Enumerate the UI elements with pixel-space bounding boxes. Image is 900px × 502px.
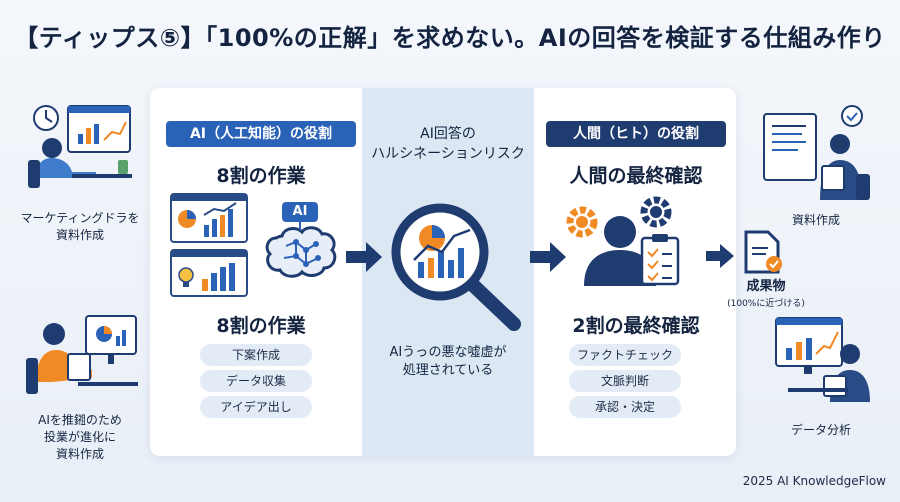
ai-task-2: データ収集 xyxy=(200,370,312,392)
left-bottom-caption-1: AIを推鎺のため xyxy=(38,413,122,427)
human-task-3: 承認・決定 xyxy=(569,396,681,418)
ai-heading-top: 8割の作業 xyxy=(216,165,306,187)
left-bottom-caption-3: 資料作成 xyxy=(55,447,104,461)
result-note: (100%に近づける) xyxy=(727,299,805,309)
risk-title-line1: AI回答の xyxy=(420,126,476,142)
risk-title-line2: ハルシネーションリスク xyxy=(371,146,525,162)
desk-worker-bottom-icon xyxy=(26,315,138,394)
arrow-right-icon-2 xyxy=(530,242,566,272)
result-label: 成果物 xyxy=(746,279,786,294)
arrow-right-icon-3 xyxy=(706,244,734,268)
document-review-icon xyxy=(763,105,870,200)
right-bottom-caption: データ分析 xyxy=(790,423,851,437)
human-task-1: ファクトチェック xyxy=(569,344,681,366)
left-bottom-caption-2: 投業が進化に xyxy=(43,430,116,444)
ai-heading-bottom: 8割の作業 xyxy=(216,315,306,337)
ai-task-1: 下案作成 xyxy=(200,344,312,366)
footer-credit: 2025 AI KnowledgeFlow xyxy=(742,474,886,488)
left-top-caption-2: 資料作成 xyxy=(55,228,104,242)
document-check-icon xyxy=(744,230,782,274)
risk-desc-line2: 処理されている xyxy=(402,363,494,378)
person-gears-icon xyxy=(566,196,680,286)
magnifier-chart-icon xyxy=(391,203,521,331)
ai-role-header: AI（人工知能）の役割 xyxy=(166,121,356,147)
lightbulb-chart-icon xyxy=(170,249,248,297)
human-task-2: 文脈判断 xyxy=(569,370,681,392)
left-top-caption-1: マーケティングドラを xyxy=(20,211,140,225)
ai-brain-icon xyxy=(265,202,337,278)
right-top-caption: 資料作成 xyxy=(791,213,840,227)
ai-task-3: アイデア出し xyxy=(200,396,312,418)
ai-badge: AI xyxy=(292,204,308,219)
dashboard-icon xyxy=(170,193,248,243)
human-heading-bottom: 2割の最終確認 xyxy=(572,315,700,337)
desk-worker-top-icon xyxy=(28,105,132,188)
arrow-right-icon xyxy=(346,242,382,272)
data-analysis-icon xyxy=(775,317,870,402)
risk-desc-line1: AIうっの悪な噓虚が xyxy=(389,345,507,360)
human-role-header: 人間（ヒト）の役割 xyxy=(546,121,726,147)
page-title: 【ティップス⑤】「100%の正解」を求めない。AIの回答を検証する仕組み作り xyxy=(14,24,886,52)
human-heading-top: 人間の最終確認 xyxy=(569,165,703,187)
